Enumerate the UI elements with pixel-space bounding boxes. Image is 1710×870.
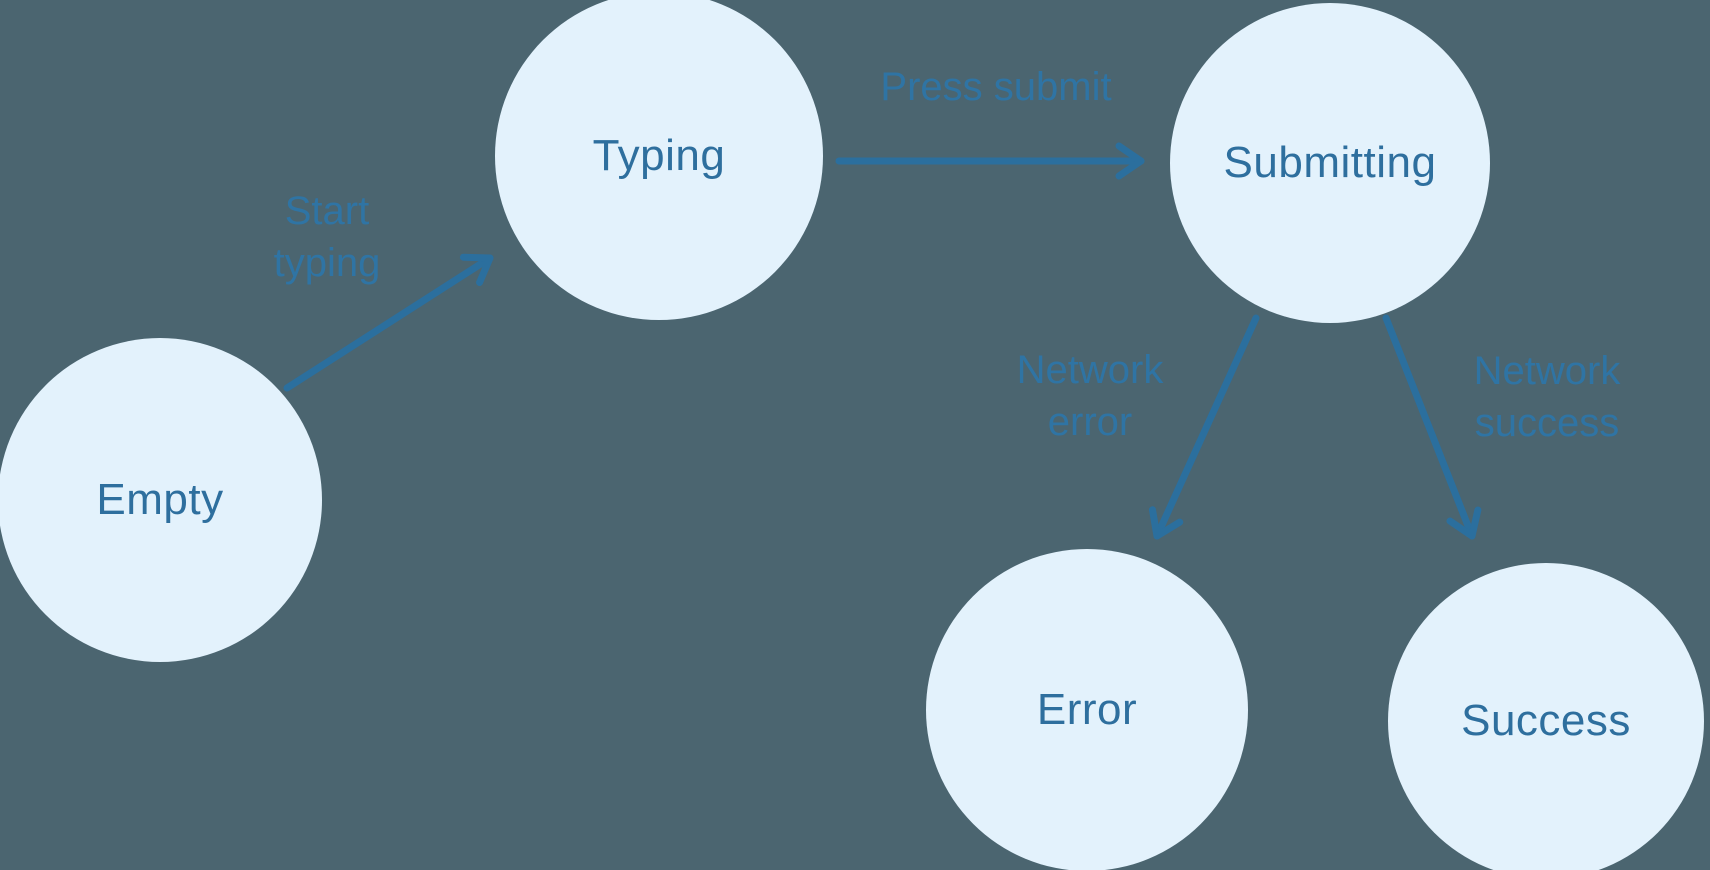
transition-label-network-success: Network success — [1474, 345, 1621, 449]
state-label-empty: Empty — [96, 475, 224, 524]
state-node-empty: Empty — [0, 338, 322, 662]
state-label-typing: Typing — [592, 131, 726, 180]
transition-label-press-submit: Press submit — [880, 61, 1111, 113]
transition-label-line: Network — [1016, 348, 1164, 392]
transition-label-line: Network — [1473, 349, 1621, 393]
state-node-typing: Typing — [495, 0, 823, 320]
arrow-submitting-to-success — [1382, 314, 1482, 540]
transition-label-line: typing — [273, 241, 381, 285]
transition-label-line: Start — [284, 189, 370, 233]
state-label-submitting: Submitting — [1223, 138, 1437, 187]
state-node-error: Error — [926, 549, 1248, 870]
transition-label-line: Press submit — [880, 65, 1112, 109]
transition-label-line: error — [1047, 400, 1133, 444]
arrow-submitting-to-error — [1148, 314, 1260, 540]
state-label-error: Error — [1036, 685, 1138, 734]
transition-label-network-error: Network error — [1017, 344, 1164, 448]
transition-label-line: success — [1474, 401, 1620, 445]
state-node-submitting: Submitting — [1170, 3, 1490, 323]
state-node-success: Success — [1388, 563, 1704, 870]
transition-label-start-typing: Start typing — [274, 185, 381, 289]
state-label-success: Success — [1461, 696, 1631, 745]
